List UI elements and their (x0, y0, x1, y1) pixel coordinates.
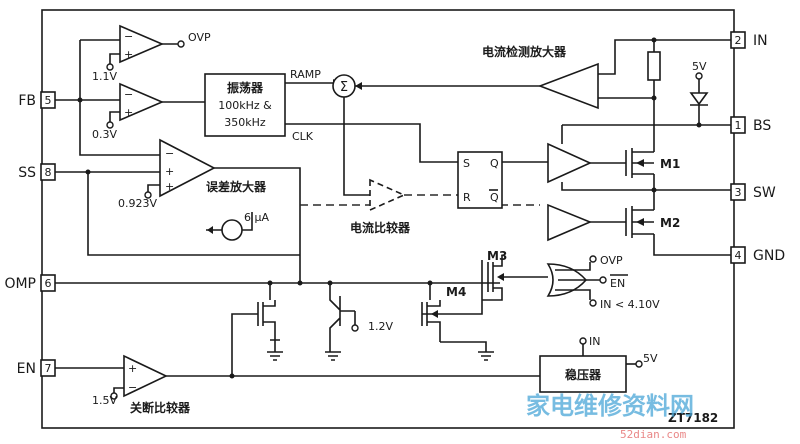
regulator-in-label: IN (589, 335, 600, 348)
or-ovp-label: OVP (600, 254, 623, 267)
watermark-url: 52dian.com (620, 428, 687, 441)
softstart-current-source: 6 μA (206, 211, 269, 241)
ovp-comp-plus: + (124, 48, 133, 61)
oscillator-freq-1: 100kHz & (218, 99, 272, 112)
sd-minus: − (128, 381, 137, 394)
ref-0-3v: 0.3V (92, 128, 117, 141)
watermark: 家电维修资料网 52dian.com (526, 392, 694, 441)
latch-qbar: Q (490, 191, 499, 204)
pin-ss: 8 SS (18, 163, 56, 181)
ea-minus: − (165, 147, 174, 160)
current-comp-label: 电流比较器 (350, 220, 411, 235)
chip-outline (41, 9, 735, 429)
clamp-transistor: 1.2V (325, 283, 393, 361)
regulator-label: 稳压器 (565, 367, 602, 382)
pin-en: 7 EN (17, 359, 56, 377)
shutdown-comparator: + − 1.5V 关断比较器 (55, 354, 540, 415)
latch-s: S (463, 157, 470, 170)
or-gate: OVP EN IN < 4.10V (546, 254, 660, 311)
pin-comp-label: OMP (4, 276, 36, 292)
ramp-clk-wiring: RAMP CLK (285, 68, 458, 163)
m4-label: M4 (446, 285, 466, 299)
m2-label: M2 (660, 216, 680, 230)
m1-mosfet: M1 (625, 148, 680, 206)
pin-bs-number: 1 (735, 119, 742, 132)
watermark-text: 家电维修资料网 (526, 392, 694, 420)
ref-0-923v: 0.923V (118, 197, 157, 210)
error-amp-label: 误差放大器 (206, 179, 267, 194)
or-in-low-label: IN < 4.10V (600, 298, 660, 311)
pin-comp-number: 6 (45, 277, 52, 290)
pin-in-label: IN (753, 33, 768, 49)
oscillator-title: 振荡器 (227, 80, 264, 95)
pin-sw: 3 SW (730, 183, 776, 201)
m4-mosfet: M4 (421, 283, 494, 361)
error-amplifier: − + + 误差放大器 0.923V (55, 138, 301, 283)
sd-plus: + (128, 362, 137, 375)
sw-node (651, 187, 731, 193)
pin-bs-label: BS (753, 118, 771, 134)
pin-ss-label: SS (18, 165, 36, 181)
ovp-comparator: − + OVP 1.1V (92, 24, 211, 83)
m1-label: M1 (660, 157, 680, 171)
pin-ss-number: 8 (45, 166, 52, 179)
shutdown-comp-label: 关断比较器 (130, 400, 191, 415)
summing-node: Σ (332, 74, 540, 196)
current-sense-amp-label: 电流检测放大器 (482, 44, 567, 59)
pin-comp: 6 OMP (4, 274, 56, 292)
ref-1-5v: 1.5V (92, 394, 117, 407)
oscillator-freq-2: 350kHz (224, 116, 266, 129)
ref-1-2v: 1.2V (368, 320, 393, 333)
pin-sw-label: SW (753, 185, 776, 201)
regulator-5v-label: 5V (643, 352, 658, 365)
latch-q: Q (490, 157, 499, 170)
sense-resistor (647, 40, 661, 150)
ovp-top-label: OVP (188, 31, 211, 44)
latch-r: R (463, 191, 471, 204)
low-side-driver (547, 203, 626, 242)
pin-in: 2 IN (730, 31, 768, 49)
pin-en-number: 7 (45, 362, 52, 375)
m3-label: M3 (487, 249, 507, 263)
current-comparator: 电流比较器 (300, 178, 540, 235)
fb-wiring (55, 39, 160, 156)
pin-gnd-number: 4 (735, 249, 742, 262)
pin-en-label: EN (17, 361, 36, 377)
oscillator-block: 振荡器 100kHz & 350kHz (204, 73, 286, 137)
sr-latch: S R Q Q (457, 151, 548, 209)
pin-fb: 5 FB (18, 91, 56, 109)
pin-gnd: 4 GND (730, 246, 785, 264)
uv-comp-minus: − (124, 88, 133, 101)
sum-symbol: Σ (340, 80, 348, 95)
ea-plus-1: + (165, 165, 174, 178)
clk-label: CLK (292, 130, 314, 143)
m2-mosfet: M2 (625, 206, 731, 256)
undervoltage-comparator: − + 0.3V (92, 82, 205, 141)
m-discharge-mosfet (231, 283, 283, 377)
or-en-label: EN (610, 277, 625, 290)
current-source-label: 6 μA (244, 211, 269, 224)
pin-fb-label: FB (18, 93, 36, 109)
current-sense-amplifier: 电流检测放大器 (482, 37, 731, 110)
ramp-label: RAMP (290, 68, 321, 81)
pin-in-number: 2 (735, 34, 742, 47)
ovp-comp-minus: − (124, 30, 133, 43)
pin-bs: 1 BS (730, 116, 771, 134)
pin-gnd-label: GND (753, 248, 785, 264)
bs-5v-label: 5V (692, 60, 707, 73)
bootstrap-diode: 5V (562, 60, 731, 128)
regulator-block: 稳压器 IN 5V (539, 335, 658, 393)
high-side-driver (547, 125, 654, 191)
uv-comp-plus: + (124, 106, 133, 119)
pin-sw-number: 3 (735, 186, 742, 199)
m3-mosfet: M3 (481, 249, 548, 301)
ref-1-1v: 1.1V (92, 70, 117, 83)
comp-wiring (55, 280, 500, 286)
part-number: ZT7182 (668, 411, 718, 425)
pin-fb-number: 5 (45, 94, 52, 107)
ea-plus-2: + (165, 180, 174, 193)
